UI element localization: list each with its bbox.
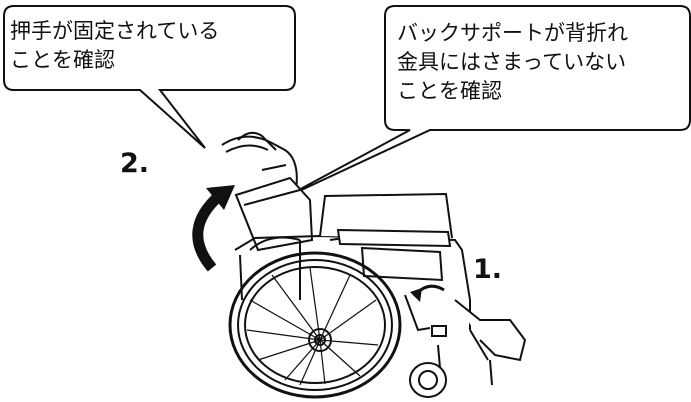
right-callout-text: バックサポートが背折れ 金具にはさまっていない ことを確認 [397,19,628,106]
wheelchair-illustration [221,131,527,399]
left-callout-bubble [3,5,296,149]
left-callout-line-2: ことを確認 [10,48,115,72]
right-callout-line-1: バックサポートが背折れ [397,21,628,45]
left-callout-text: 押手が固定されている ことを確認 [10,17,219,75]
left-callout-line-1: 押手が固定されている [10,19,220,43]
step-1-label: 1. [473,254,503,285]
right-callout-bubble [279,5,691,201]
rotate-arrow-icon [410,284,445,302]
step-2-label: 2. [120,148,150,179]
right-callout-line-3: ことを確認 [397,79,502,103]
right-callout-line-2: 金具にはさまっていない [397,50,627,74]
curved-up-arrow-icon [192,185,235,272]
